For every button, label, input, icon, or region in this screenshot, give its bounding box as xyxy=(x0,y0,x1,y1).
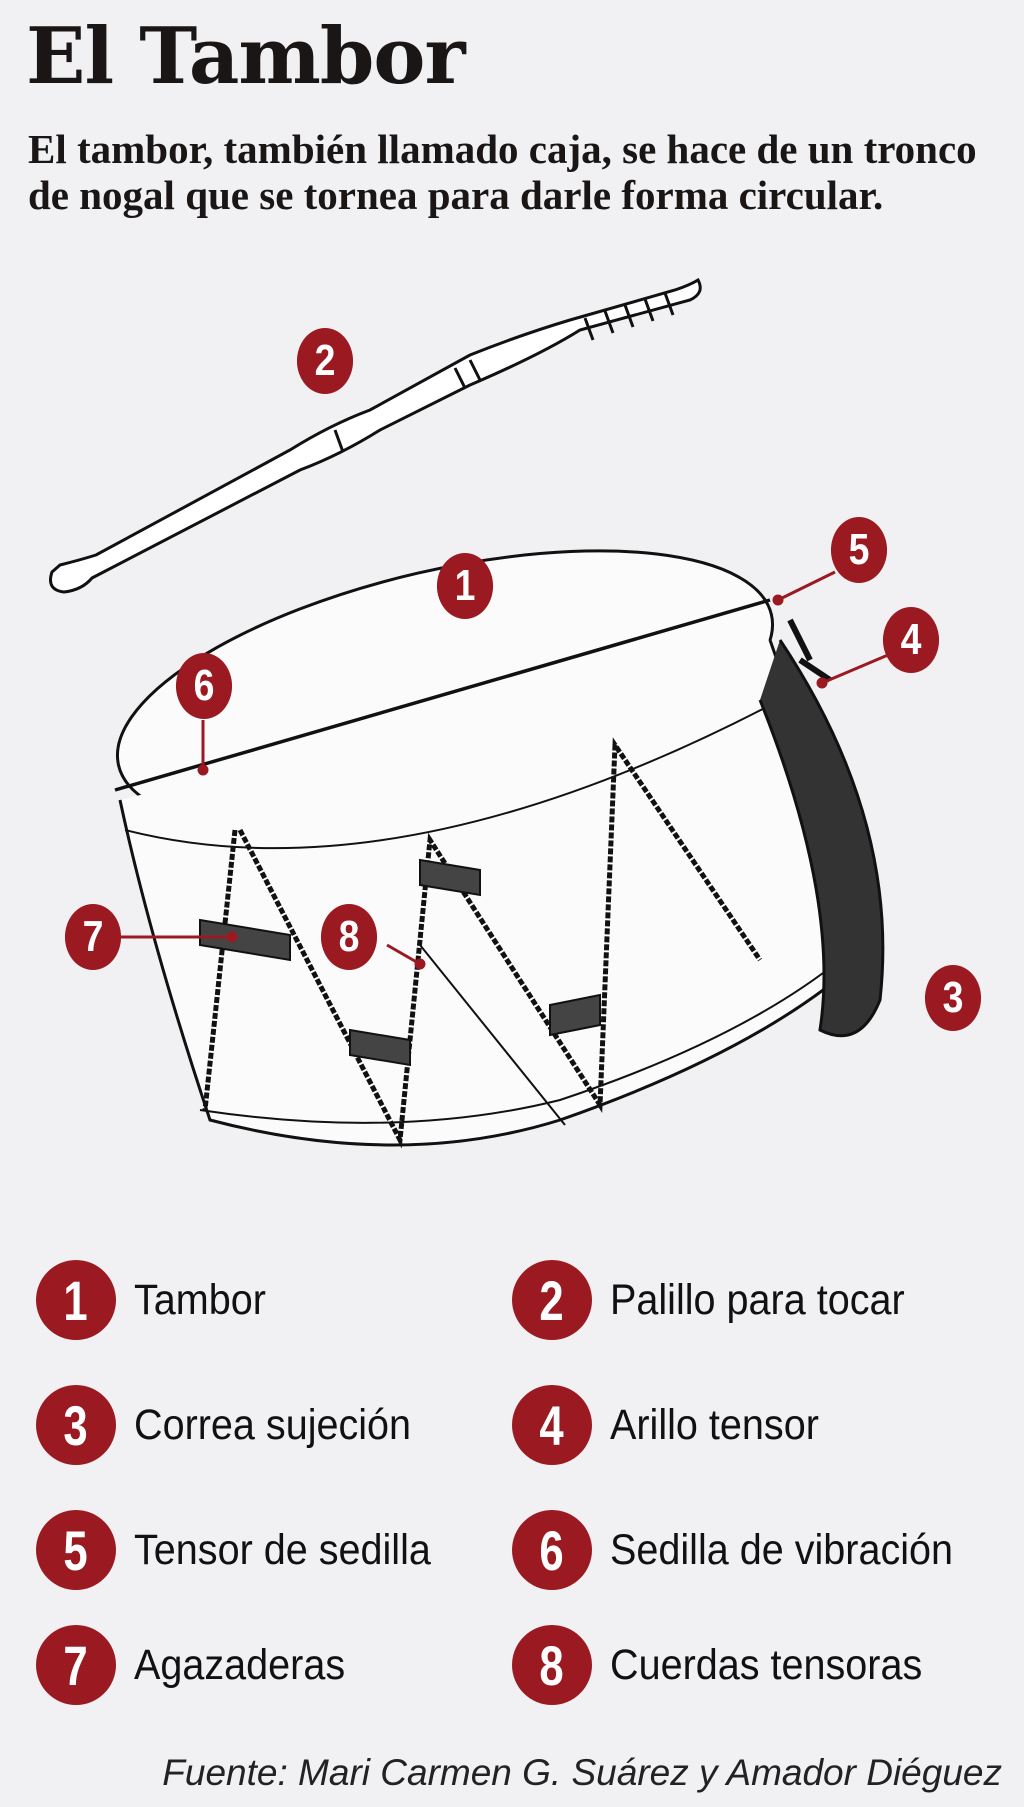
legend-item-1: 1 Tambor xyxy=(36,1258,277,1342)
legend-item-7: 7 Agazaderas xyxy=(36,1623,364,1707)
callout-5: 5 xyxy=(830,517,888,583)
legend-label: Tensor de sedilla xyxy=(134,1525,431,1574)
legend-badge: 8 xyxy=(512,1625,592,1705)
legend-badge: 4 xyxy=(512,1385,592,1465)
legend-item-2: 2 Palillo para tocar xyxy=(512,1258,930,1342)
callout-3: 3 xyxy=(924,965,982,1031)
legend-item-3: 3 Correa sujeción xyxy=(36,1383,435,1467)
callout-2: 2 xyxy=(296,328,354,394)
source-credit: Fuente: Mari Carmen G. Suárez y Amador D… xyxy=(162,1752,1002,1793)
callout-7: 7 xyxy=(64,904,122,970)
legend-label: Cuerdas tensoras xyxy=(610,1640,923,1689)
legend-badge: 6 xyxy=(512,1510,592,1590)
drum-body-drawing xyxy=(114,549,885,1149)
drumstick-drawing xyxy=(49,277,702,594)
callout-4: 4 xyxy=(882,607,940,673)
legend-label: Agazaderas xyxy=(134,1640,346,1689)
legend-label: Arillo tensor xyxy=(610,1400,819,1449)
page-title: El Tambor xyxy=(26,11,466,102)
legend-item-8: 8 Cuerdas tensoras xyxy=(512,1623,949,1707)
callout-1: 1 xyxy=(436,553,494,619)
legend-badge: 5 xyxy=(36,1510,116,1590)
legend-item-6: 6 Sedilla de vibración xyxy=(512,1508,983,1592)
drum-drawing-icon xyxy=(49,277,896,1149)
legend-label: Palillo para tocar xyxy=(610,1275,905,1324)
legend-badge: 7 xyxy=(36,1625,116,1705)
callout-8: 8 xyxy=(320,904,378,970)
drum-illustration: 2 1 5 4 6 7 8 3 xyxy=(0,270,1024,1170)
legend-label: Sedilla de vibración xyxy=(610,1525,954,1574)
intro-text: El tambor, también llamado caja, se hace… xyxy=(28,126,977,218)
legend-badge: 1 xyxy=(36,1260,116,1340)
legend-label: Correa sujeción xyxy=(134,1400,412,1449)
legend-badge: 2 xyxy=(512,1260,592,1340)
callout-6: 6 xyxy=(175,653,233,719)
legend-badge: 3 xyxy=(36,1385,116,1465)
legend-item-5: 5 Tensor de sedilla xyxy=(36,1508,457,1592)
legend-item-4: 4 Arillo tensor xyxy=(512,1383,837,1467)
callout-leader-lines xyxy=(118,570,896,970)
legend-label: Tambor xyxy=(134,1275,266,1324)
